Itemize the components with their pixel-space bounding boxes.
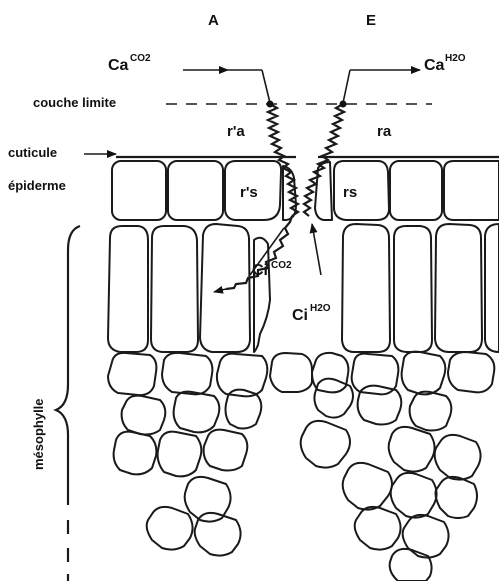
spongy-cells [108,352,494,581]
ci-co2-superscript: CO2 [271,260,292,271]
r-prime-a-label: r'a [227,123,245,140]
epiderme-label: épiderme [8,178,66,193]
ca-h2o-base: Ca [424,57,445,74]
mesophyll-brace [56,226,80,581]
ca-co2-base: Ca [108,57,129,74]
header-e: E [366,12,376,29]
h2o-flux-arrow [343,70,420,103]
ci-h2o-superscript: H2O [310,303,331,314]
couche-limite-label: couche limite [33,95,116,110]
ca-h2o-label: Ca H2O [424,53,466,74]
cuticule-label: cuticule [8,145,57,160]
co2-flux-arrow [183,70,270,103]
mesophylle-label: mésophylle [31,398,46,470]
palisade-cells [108,224,499,352]
h2o-diffusion-path [304,101,347,276]
r-prime-s-label: r's [240,184,258,201]
rs-label: rs [343,184,357,201]
ca-h2o-superscript: H2O [445,53,466,64]
ci-h2o-base: Ci [292,307,308,324]
ra-label: ra [377,123,392,140]
ci-h2o-label: Ci H2O [292,303,331,324]
ca-co2-label: Ca CO2 [108,53,151,74]
ca-co2-superscript: CO2 [130,53,151,64]
header-a: A [208,12,219,29]
ci-co2-label: Ci CO2 [252,260,292,279]
